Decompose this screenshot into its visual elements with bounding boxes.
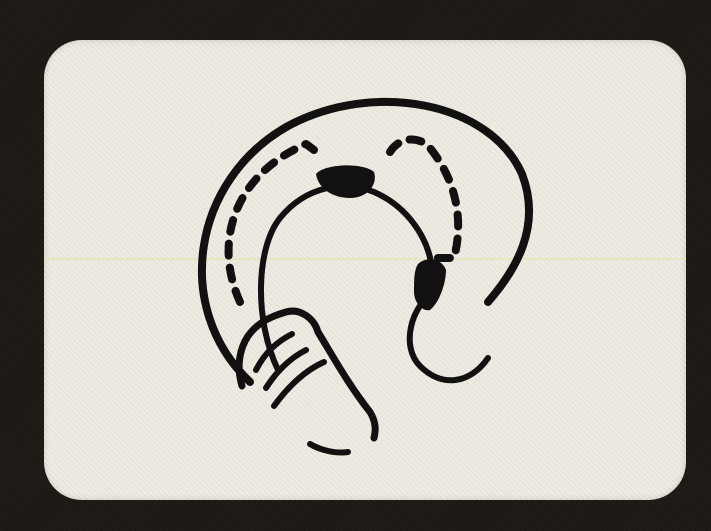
wrist (310, 444, 348, 453)
top-slider-block (316, 165, 375, 198)
side-slider-block (414, 259, 446, 310)
hand-rotating-dial-icon (44, 40, 686, 500)
symbol-card (44, 40, 686, 500)
outer-ring (202, 102, 529, 382)
inner-arch (261, 186, 432, 370)
